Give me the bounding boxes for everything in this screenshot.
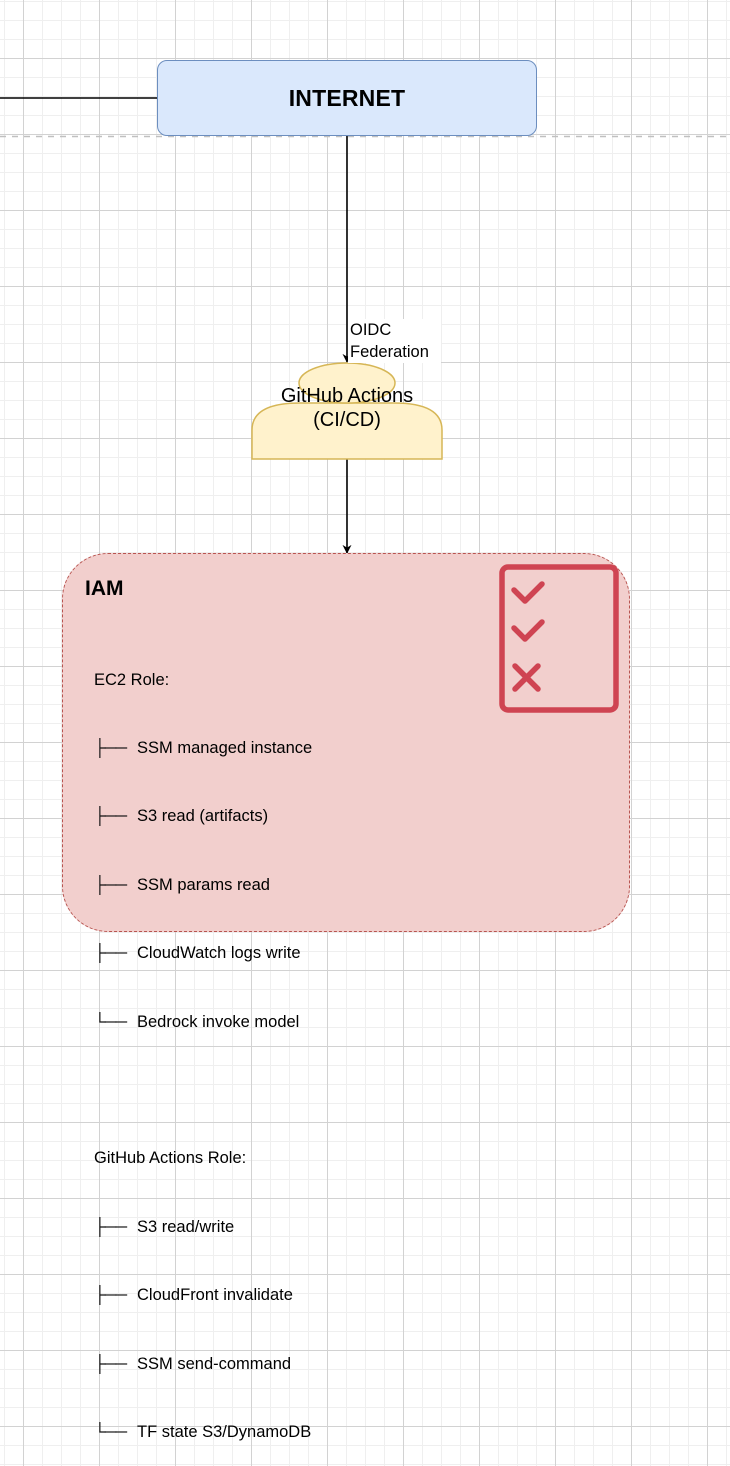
list-spacer [94,1079,312,1102]
tree-branch: ├── [94,1354,127,1373]
tree-branch: ├── [94,1217,127,1236]
tree-branch: ├── [94,807,127,826]
permission-label: SSM managed instance [137,738,313,757]
tree-branch: ├── [94,1286,127,1305]
list-item: ├── CloudWatch logs write [94,942,312,965]
iam-node[interactable] [62,553,630,932]
edge-label-line-1: OIDC [350,321,392,339]
tree-branch: ├── [94,944,127,963]
permission-label: SSM send-command [137,1354,292,1373]
tree-branch: ├── [94,875,127,894]
iam-title: IAM [85,577,124,600]
permission-label: S3 read/write [137,1217,235,1236]
permission-label: S3 read (artifacts) [137,807,269,826]
tree-branch: └── [94,1422,127,1441]
github-actions-label-line-1: GitHub Actions [280,385,414,407]
role-heading-github-actions: GitHub Actions Role: [94,1149,247,1168]
permission-label: Bedrock invoke model [137,1012,300,1031]
permission-label: SSM params read [137,875,270,894]
permission-label: CloudWatch logs write [137,944,301,963]
list-item: ├── S3 read (artifacts) [94,805,312,828]
list-item: ├── SSM managed instance [94,737,312,760]
checklist-icon [499,564,619,713]
github-actions-label-line-2: (CI/CD) [313,409,381,431]
permission-label: TF state S3/DynamoDB [137,1422,312,1441]
diagram-canvas [0,97,730,554]
edge-label-line-2: Federation [350,343,429,361]
list-item: ├── SSM send-command [94,1353,312,1376]
list-item: ├── S3 read/write [94,1216,312,1239]
list-item: └── Bedrock invoke model [94,1011,312,1034]
iam-role-list: EC2 Role: ├── SSM managed instance ├── S3 … [94,623,312,1466]
internet-node[interactable]: INTERNET [157,60,537,136]
tree-branch: ├── [94,738,127,757]
list-item: ├── SSM params read [94,874,312,897]
permission-label: CloudFront invalidate [137,1286,293,1305]
internet-label: INTERNET [288,84,406,111]
tree-branch: └── [94,1012,127,1031]
list-item: └── TF state S3/DynamoDB [94,1421,312,1444]
list-item: ├── CloudFront invalidate [94,1284,312,1307]
edge-label-oidc-federation: OIDC Federation [348,319,441,363]
role-heading-ec2: EC2 Role: [94,670,170,689]
github-actions-label: GitHub Actions (CI/CD) [252,384,442,432]
